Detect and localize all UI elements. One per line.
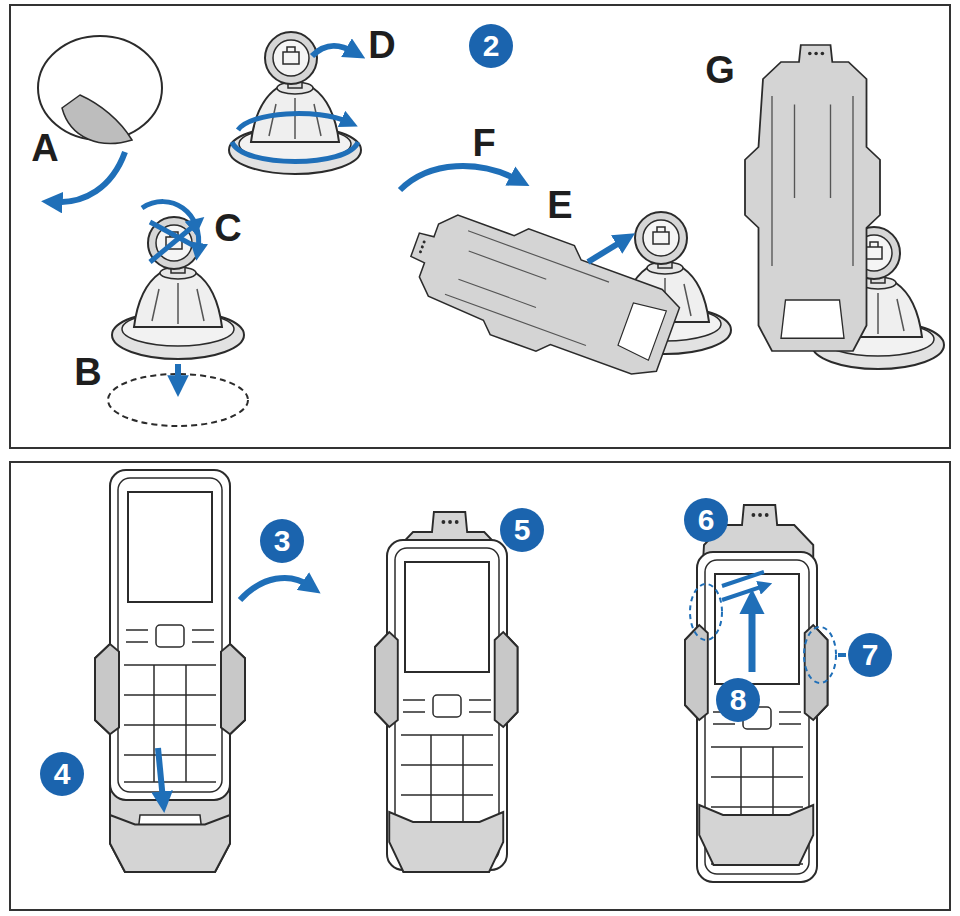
step-number-circle: 5 [500,508,544,552]
step-number-circle: 8 [716,678,760,722]
part-letter: B [74,353,101,391]
step-number-circle: 3 [260,519,304,563]
callout-number: 2 [483,31,500,61]
step-number-circle: 7 [848,633,892,677]
part-letter: G [705,51,735,89]
step-number-circle: 4 [40,752,84,796]
part-letter: F [472,124,495,162]
callout-number: 6 [698,505,715,535]
part-letter: C [214,209,241,247]
callout-number: 5 [514,515,531,545]
callout-number: 8 [730,685,747,715]
step-number-circle: 6 [684,498,728,542]
step-number-circle: 2 [469,24,513,68]
part-letter: D [368,26,395,64]
callout-number: 7 [862,640,879,670]
part-letter: E [547,186,572,224]
callout-number: 4 [54,759,71,789]
part-letter: A [31,129,58,167]
callout-number: 3 [274,526,291,556]
